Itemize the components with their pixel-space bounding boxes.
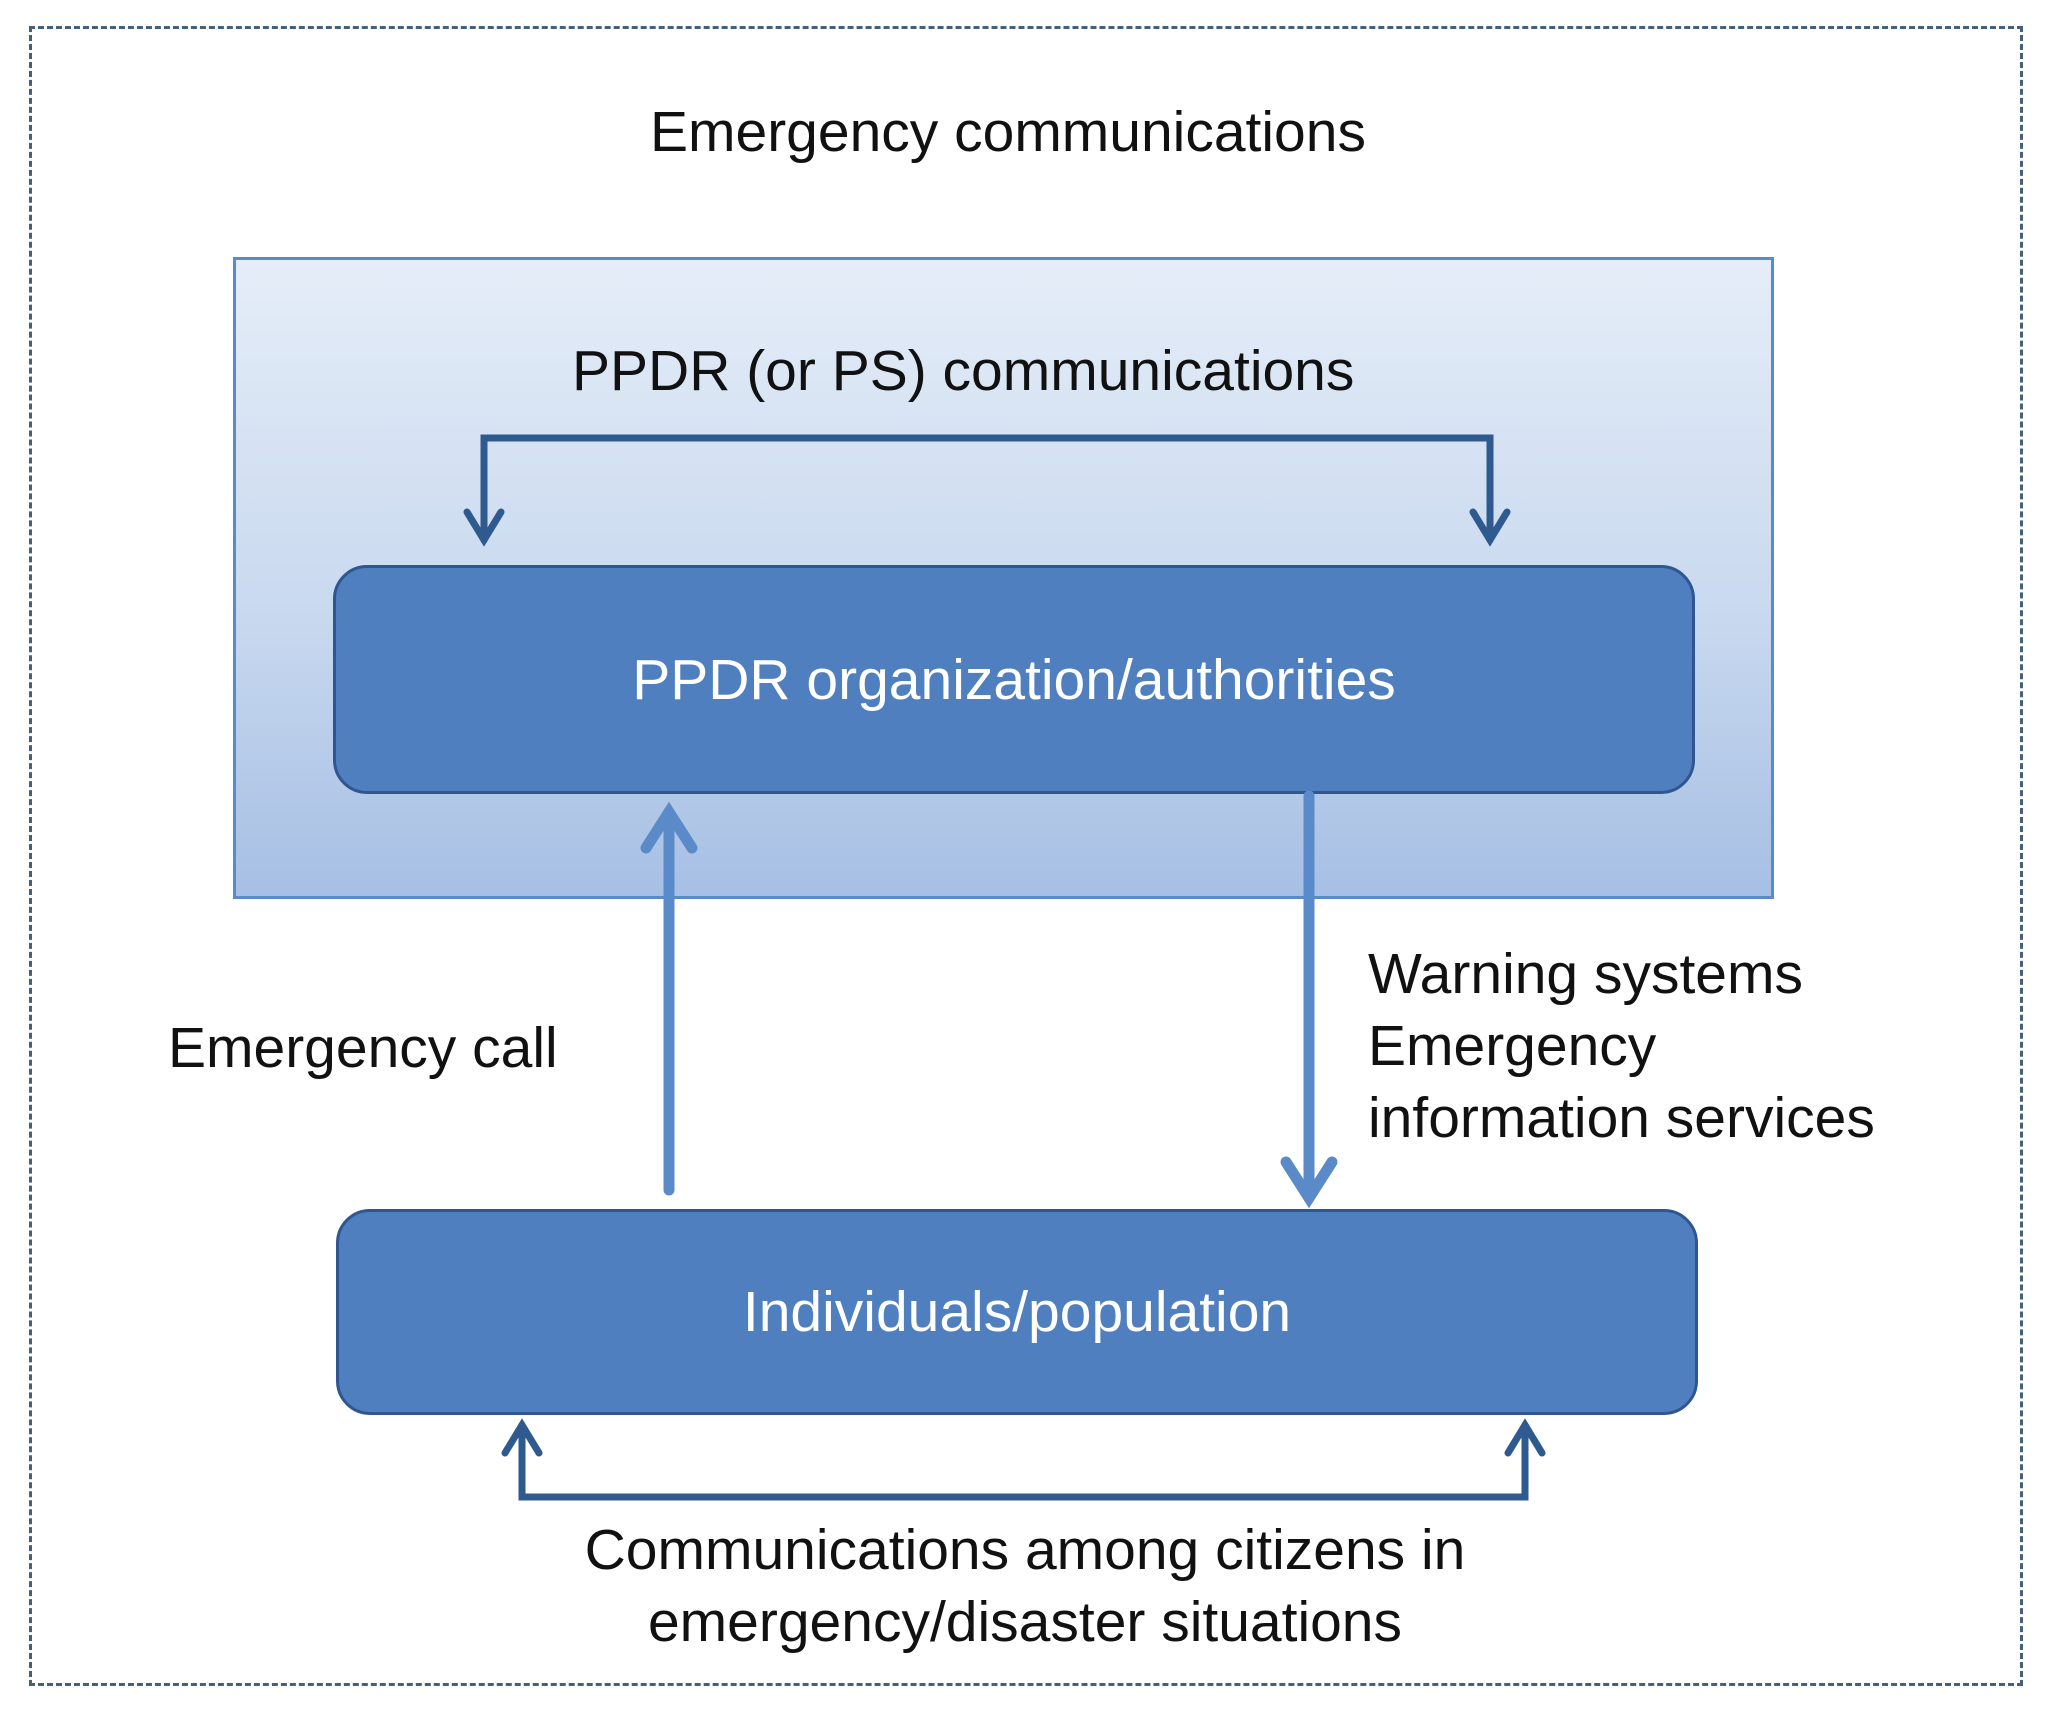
diagram-title: Emergency communications	[650, 100, 1366, 164]
citizens-communications-label: Communications among citizens in emergen…	[520, 1514, 1530, 1658]
ppdr-organization-node: PPDR organization/authorities	[333, 565, 1695, 794]
emergency-call-label: Emergency call	[168, 1016, 558, 1080]
population-label: Individuals/population	[742, 1280, 1292, 1344]
warning-line-1: Warning systems	[1368, 942, 1803, 1006]
warning-line-3: information services	[1368, 1086, 1875, 1150]
warning-connector	[1280, 790, 1338, 1209]
citizens-right-arrowhead	[1504, 1418, 1546, 1457]
population-node: Individuals/population	[336, 1209, 1698, 1415]
warning-arrowhead	[1280, 1156, 1338, 1209]
ppdr-communications-label: PPDR (or PS) communications	[572, 339, 1355, 403]
ppdr-right-arrowhead	[1469, 508, 1511, 547]
ppdr-left-arrowhead	[463, 508, 505, 547]
emergency-communications-frame	[29, 26, 2023, 1686]
ppdr-bracket-line	[480, 434, 1494, 544]
citizens-left-arrowhead	[501, 1418, 543, 1457]
citizens-bracket-connector	[501, 1418, 1546, 1501]
citizens-line-1: Communications among citizens in	[584, 1518, 1466, 1582]
citizens-line-2: emergency/disaster situations	[647, 1590, 1403, 1654]
ppdr-organization-label: PPDR organization/authorities	[632, 647, 1396, 712]
emergency-call-arrowhead	[640, 801, 698, 854]
warning-services-label: Warning systems Emergency information se…	[1368, 938, 1875, 1154]
citizens-bracket-line	[518, 1421, 1529, 1501]
warning-line-2: Emergency	[1368, 1014, 1657, 1078]
emergency-call-connector	[640, 801, 698, 1196]
ppdr-bracket-connector	[463, 434, 1511, 547]
